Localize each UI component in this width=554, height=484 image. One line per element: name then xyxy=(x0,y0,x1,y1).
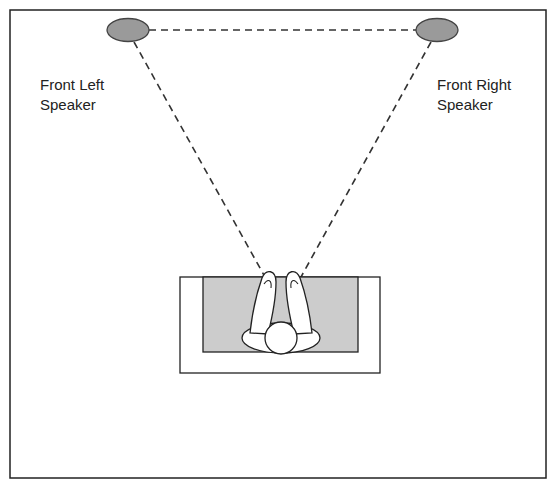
listener-ear xyxy=(291,281,298,288)
speaker-spacing-line xyxy=(149,29,416,31)
speaker-label: Front Right Speaker xyxy=(437,75,527,115)
room-outline xyxy=(10,10,546,478)
listener-head xyxy=(265,322,297,354)
listening-line xyxy=(134,42,270,286)
speaker-label: Front Left Speaker xyxy=(40,75,130,115)
couch-frame xyxy=(180,277,380,373)
listener-ear xyxy=(264,281,271,288)
speaker: Front Right Speaker xyxy=(410,10,540,120)
speaker-shape xyxy=(105,17,151,43)
speaker-shape xyxy=(414,17,460,43)
speaker-ellipse xyxy=(416,19,458,42)
speaker: Front Left Speaker xyxy=(25,10,165,120)
speaker-ellipse xyxy=(107,19,149,42)
listening-line xyxy=(296,42,431,286)
